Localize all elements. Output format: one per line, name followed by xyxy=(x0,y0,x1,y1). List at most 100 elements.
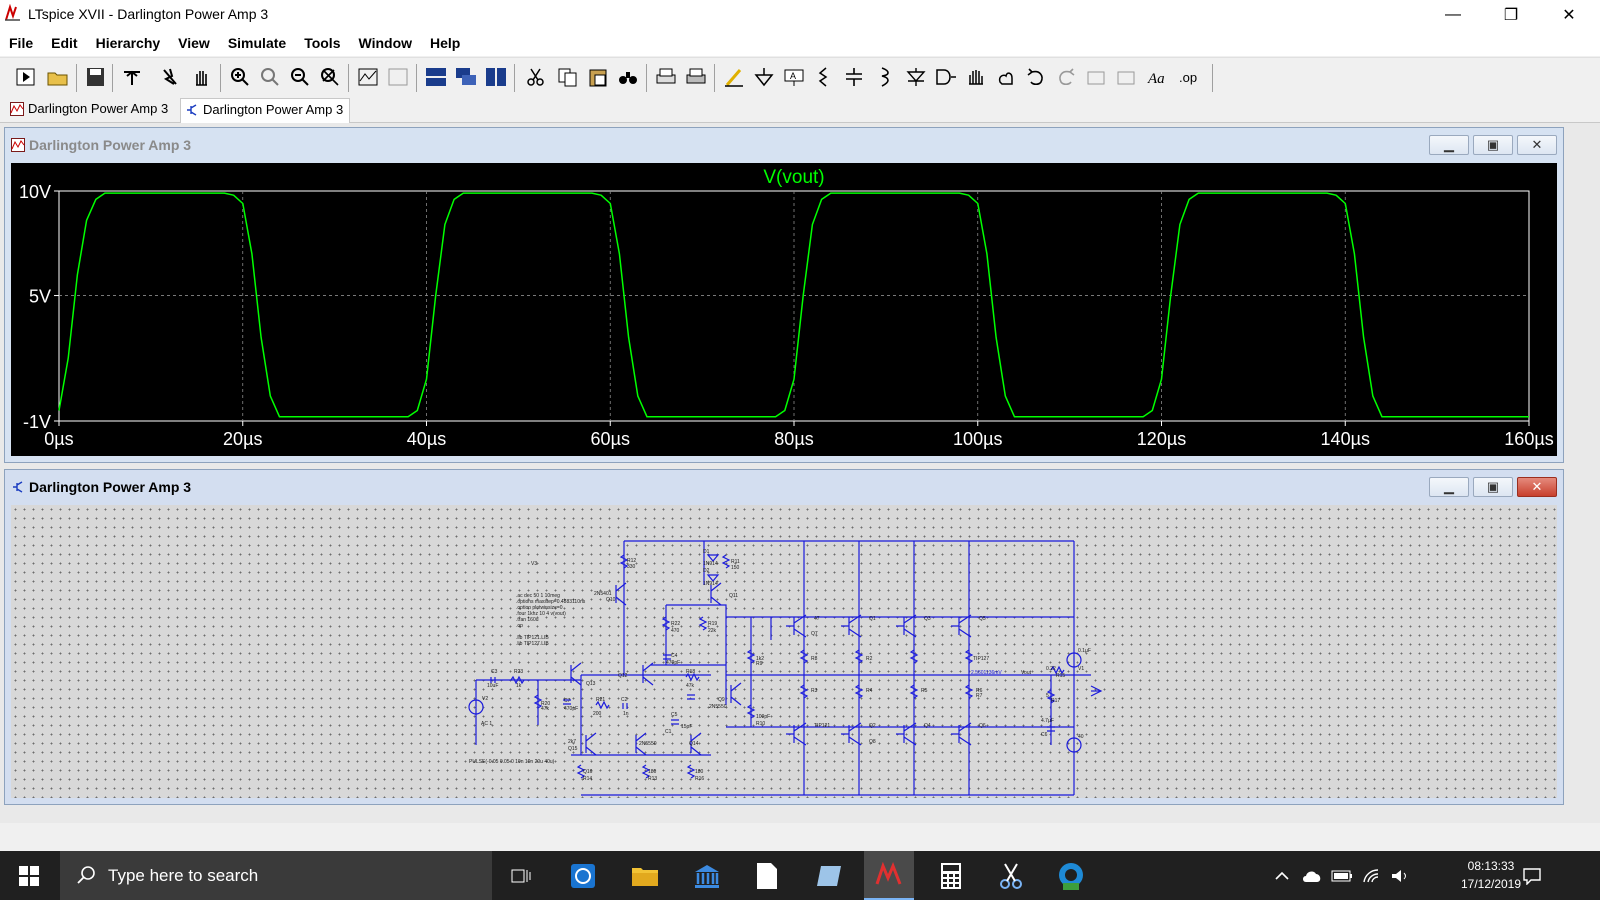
component-label: 0.22 xyxy=(1046,666,1056,672)
bank-building-icon xyxy=(695,864,719,888)
component-label: 2N5401 xyxy=(594,591,612,597)
component-label: 22k xyxy=(708,628,717,634)
menu-help[interactable]: Help xyxy=(430,35,461,51)
child-minimize-button[interactable]: ▁ xyxy=(1429,135,1469,155)
notifications-icon[interactable] xyxy=(1512,851,1552,900)
component-label: 470 xyxy=(671,628,680,634)
window-title: LTspice XVII - Darlington Power Amp 3 xyxy=(28,6,269,22)
child-maximize-button[interactable]: ▣ xyxy=(1473,477,1513,497)
x-tick-label: 0µs xyxy=(44,429,73,449)
menu-edit[interactable]: Edit xyxy=(51,35,78,51)
move-hand-icon[interactable] xyxy=(964,66,988,88)
rotate-icon[interactable] xyxy=(1084,66,1108,88)
save-icon[interactable] xyxy=(84,66,108,88)
tab-schematic[interactable]: Darlington Power Amp 3 xyxy=(180,98,351,123)
child-close-button[interactable]: ✕ xyxy=(1517,135,1557,155)
component-label: R19 xyxy=(708,621,717,627)
component-label: 1k xyxy=(516,683,522,689)
draw-wire-icon[interactable] xyxy=(722,66,746,88)
component-label: 47k xyxy=(686,683,695,689)
diode-icon[interactable] xyxy=(904,66,928,88)
taskbar-app-document[interactable] xyxy=(742,851,792,900)
spice-directive-line: .option plotwinsize=0 xyxy=(516,605,563,611)
cut-scissors-icon[interactable] xyxy=(524,66,548,88)
redo-icon[interactable] xyxy=(1054,66,1078,88)
child-close-button[interactable]: ✕ xyxy=(1517,477,1557,497)
resistor-r19 xyxy=(698,616,708,631)
cascade-icon[interactable] xyxy=(454,66,478,88)
taskbar-app-refresh[interactable] xyxy=(558,851,608,900)
copy-icon[interactable] xyxy=(556,66,580,88)
toolbar-separator xyxy=(514,64,515,92)
paste-icon[interactable] xyxy=(586,66,610,88)
tile-vertical-icon[interactable] xyxy=(484,66,508,88)
plot-settings-icon[interactable] xyxy=(386,66,410,88)
system-clock[interactable]: 08:13:33 17/12/2019 xyxy=(1446,857,1536,893)
capacitor-c1 xyxy=(671,719,679,725)
tray-overflow-chevron-icon[interactable] xyxy=(1270,851,1294,900)
restore-button[interactable]: ❐ xyxy=(1503,7,1519,24)
minimize-button[interactable]: — xyxy=(1445,6,1461,23)
zoom-cancel-icon[interactable] xyxy=(318,66,342,88)
open-folder-icon[interactable] xyxy=(46,66,70,88)
zoom-in-icon[interactable] xyxy=(228,66,252,88)
spice-directive-icon[interactable]: .op xyxy=(1178,66,1202,88)
task-view-button[interactable] xyxy=(496,851,546,900)
component-label: Q15 xyxy=(568,746,578,752)
zoom-full-icon[interactable] xyxy=(258,66,282,88)
battery-icon[interactable] xyxy=(1328,851,1356,900)
resistor-icon[interactable] xyxy=(812,66,836,88)
menu-tools[interactable]: Tools xyxy=(304,35,341,51)
run-icon[interactable] xyxy=(14,66,38,88)
taskbar-app-edge-dev[interactable] xyxy=(1046,851,1096,900)
child-maximize-button[interactable]: ▣ xyxy=(1473,135,1513,155)
menu-view[interactable]: View xyxy=(178,35,210,51)
wifi-icon[interactable] xyxy=(1358,851,1386,900)
spice-directive-line: .ac dec 50 1 10meg xyxy=(516,593,560,599)
child-minimize-button[interactable]: ▁ xyxy=(1429,477,1469,497)
schematic-drawing[interactable]: R12330D11N914D21N914R111502N5401Q10Q11R2… xyxy=(11,505,1557,798)
volume-speaker-icon[interactable] xyxy=(1386,851,1414,900)
drag-hand-icon[interactable] xyxy=(994,66,1018,88)
taskbar-app-bank[interactable] xyxy=(682,851,732,900)
taskbar-app-snipping[interactable] xyxy=(986,851,1036,900)
taskbar-app-explorer[interactable] xyxy=(620,851,670,900)
onedrive-cloud-icon[interactable] xyxy=(1298,851,1326,900)
close-button[interactable]: ✕ xyxy=(1562,7,1576,24)
tile-horizontal-icon[interactable] xyxy=(424,66,448,88)
component-icon[interactable] xyxy=(934,66,958,88)
halt-icon[interactable] xyxy=(158,66,182,88)
taskbar-app-calculator[interactable] xyxy=(926,851,976,900)
label-net-icon[interactable]: A xyxy=(782,66,806,88)
control-panel-icon[interactable] xyxy=(120,66,144,88)
source-definition: PULSE(-0.05 0.05 0 10n 10n 20u 40u) xyxy=(469,759,555,765)
text-icon[interactable]: Aa xyxy=(1146,66,1170,88)
tab-waveform[interactable]: Darlington Power Amp 3 xyxy=(6,98,174,122)
menu-simulate[interactable]: Simulate xyxy=(227,35,287,51)
menu-hierarchy[interactable]: Hierarchy xyxy=(95,35,161,51)
schematic-window-titlebar: Darlington Power Amp 3 ▁ ▣ ✕ xyxy=(5,470,1563,504)
print-icon[interactable] xyxy=(684,66,708,88)
resistor-r21 xyxy=(595,700,610,710)
inductor-icon[interactable] xyxy=(872,66,896,88)
taskbar-search-box[interactable]: Type here to search xyxy=(60,851,492,900)
mirror-icon[interactable] xyxy=(1114,66,1138,88)
ground-icon[interactable] xyxy=(752,66,776,88)
menu-window[interactable]: Window xyxy=(358,35,413,51)
start-button[interactable] xyxy=(0,851,58,900)
pan-hand-icon[interactable] xyxy=(190,66,214,88)
taskbar-app-notes[interactable] xyxy=(804,851,854,900)
capacitor-icon[interactable] xyxy=(842,66,866,88)
undo-icon[interactable] xyxy=(1024,66,1048,88)
menu-file[interactable]: File xyxy=(9,35,34,51)
component-label: R3 xyxy=(811,688,818,694)
component-label: D1 xyxy=(703,549,710,555)
zoom-out-icon[interactable] xyxy=(288,66,312,88)
print-preview-icon[interactable] xyxy=(654,66,678,88)
find-binoculars-icon[interactable] xyxy=(616,66,640,88)
autorange-icon[interactable] xyxy=(356,66,380,88)
taskbar-app-ltspice[interactable] xyxy=(864,851,914,900)
